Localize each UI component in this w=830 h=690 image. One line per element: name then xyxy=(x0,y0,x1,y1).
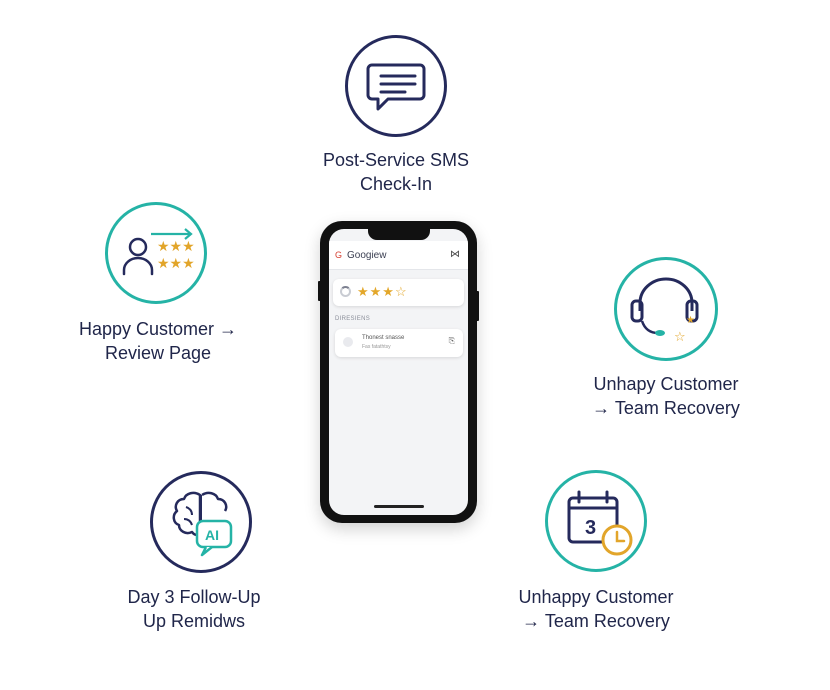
phone-screen: G Googiew ⋈ ★★★☆ DIRESIENS Thonest snass… xyxy=(329,229,468,515)
phone-notch xyxy=(368,229,430,240)
calendar-clock-icon: 3 xyxy=(545,470,647,572)
svg-text:★: ★ xyxy=(686,315,695,326)
loading-spinner-icon xyxy=(340,286,351,297)
rating-card[interactable]: ★★★☆ xyxy=(333,279,464,306)
phone-power-button xyxy=(476,291,479,321)
star-rating[interactable]: ★★★☆ xyxy=(357,284,408,299)
headset-icon: ★ ☆ xyxy=(614,257,718,361)
share-icon[interactable]: ⎘ xyxy=(448,336,455,345)
phone-mockup: G Googiew ⋈ ★★★☆ DIRESIENS Thonest snass… xyxy=(318,221,479,523)
day3-circle: AI xyxy=(150,471,252,573)
chat-bubble-icon xyxy=(345,35,447,137)
sms-circle xyxy=(345,35,447,137)
unhappy-bottom-circle: 3 xyxy=(545,470,647,572)
item-subtitle: Fas fatathtsy xyxy=(362,344,391,350)
unhappy-top-circle: ★ ☆ xyxy=(614,257,718,361)
user-stars-icon: ★★★ ★★★ xyxy=(105,202,207,304)
app-header: G Googiew ⋈ xyxy=(329,241,468,270)
item-title: Thonest snasse xyxy=(362,335,405,341)
calendar-day-text: 3 xyxy=(585,517,596,539)
happy-circle: ★★★ ★★★ xyxy=(105,202,207,304)
happy-label: Happy Customer → Review Page xyxy=(78,319,238,363)
day3-label: Day 3 Follow-Up Up Remidws xyxy=(127,587,261,631)
item-avatar-icon xyxy=(343,337,353,347)
sms-label: Post-Service SMS Check-In xyxy=(322,150,470,194)
svg-text:★★★: ★★★ xyxy=(157,256,195,272)
svg-text:☆: ☆ xyxy=(674,330,686,345)
ai-brain-icon: AI xyxy=(150,471,252,573)
home-indicator[interactable] xyxy=(374,505,424,508)
list-item[interactable]: Thonest snasse Fas fatathtsy ⎘ xyxy=(335,329,463,357)
phone-side-button xyxy=(318,281,321,301)
app-title: Googiew xyxy=(347,250,387,261)
menu-icon[interactable]: ⋈ xyxy=(450,249,460,260)
google-logo-icon: G xyxy=(335,250,343,260)
section-label: DIRESIENS xyxy=(335,316,371,322)
unhappy-bottom-label: Unhappy Customer → Team Recovery xyxy=(518,587,674,631)
unhappy-top-label: Unhapy Customer → Team Recovery xyxy=(592,374,740,418)
svg-text:AI: AI xyxy=(205,527,219,543)
svg-text:★★★: ★★★ xyxy=(157,239,195,255)
